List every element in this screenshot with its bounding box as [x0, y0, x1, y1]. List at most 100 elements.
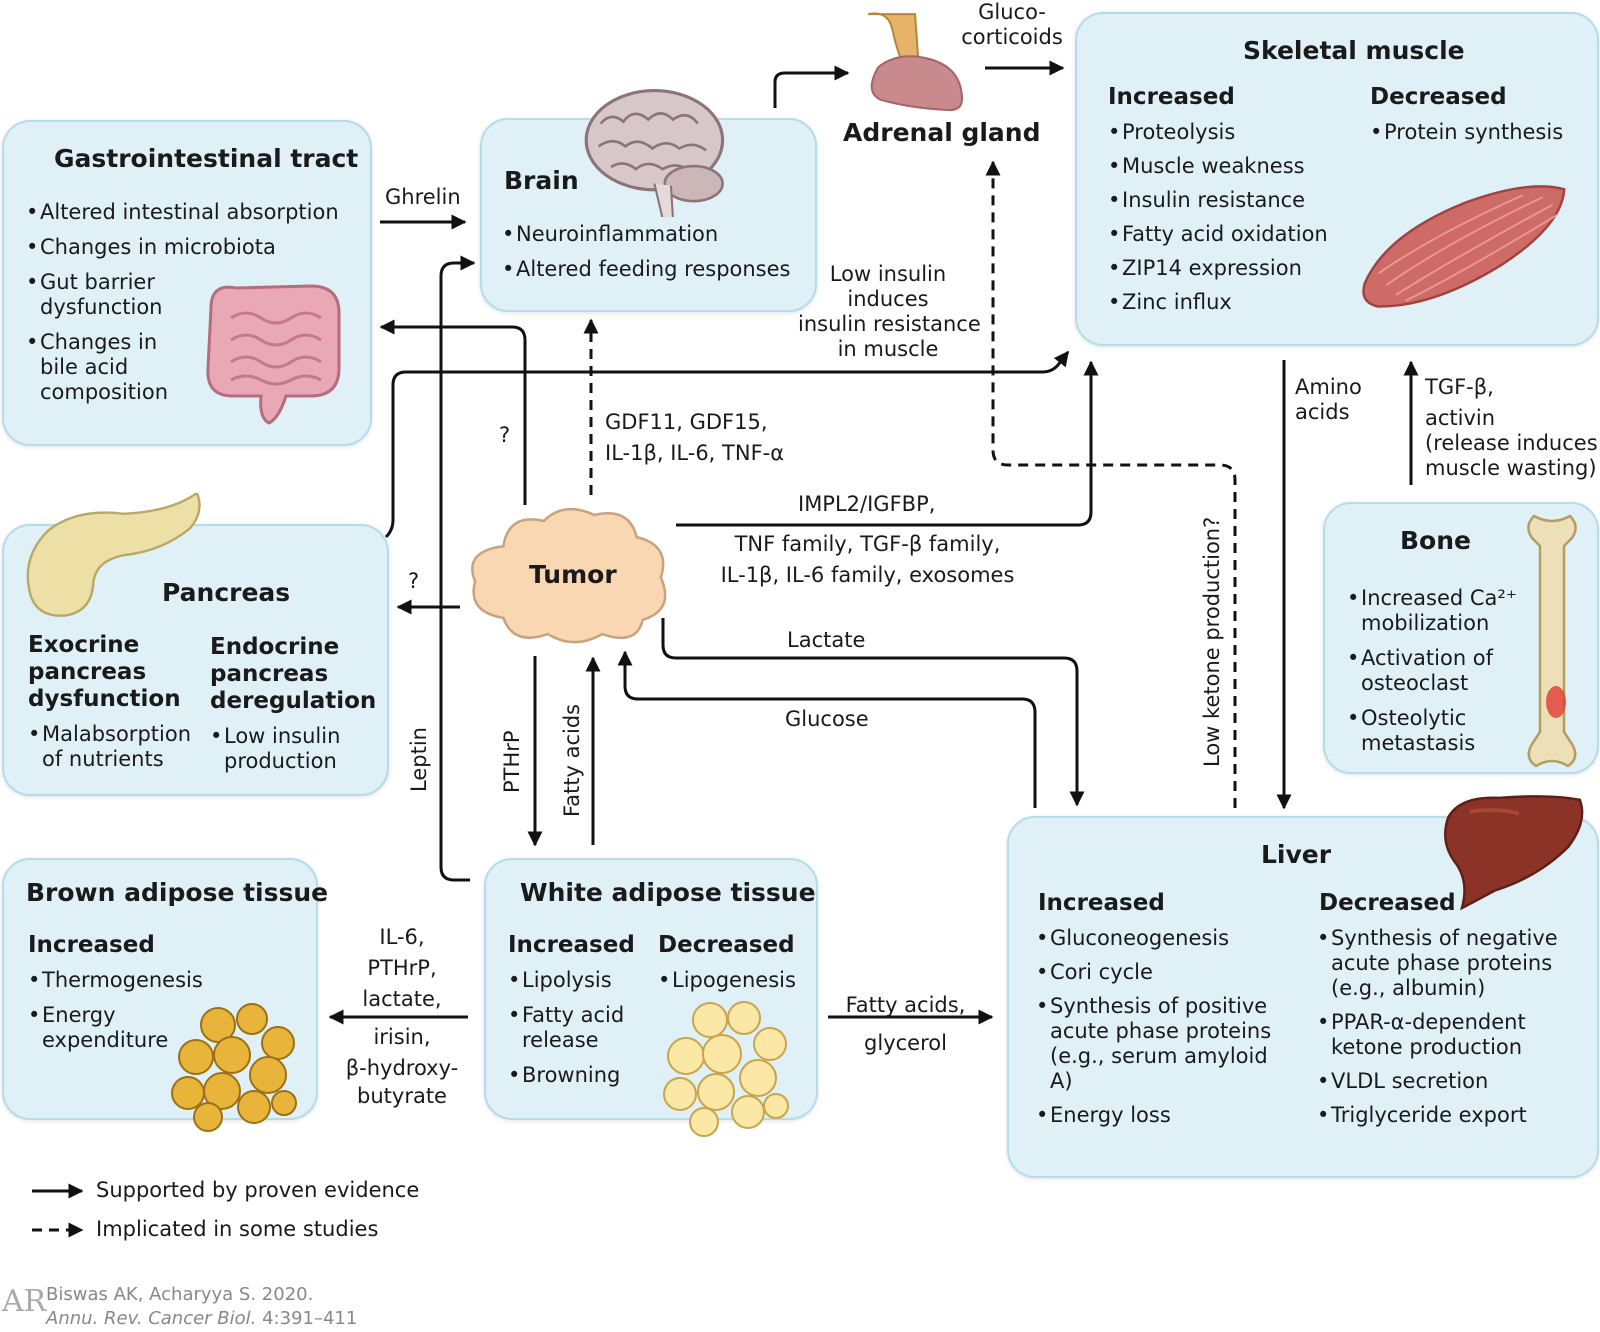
list-item: Low insulin production [210, 724, 360, 774]
muscle-increased-heading: Increased [1108, 84, 1235, 110]
list-item: Triglyceride export [1317, 1103, 1572, 1128]
adrenal-gland-icon [867, 12, 964, 112]
brain-icon [584, 89, 725, 217]
citation: Biswas AK, Acharyya S. 2020. Annu. Rev. … [46, 1283, 357, 1331]
gi-list: Altered intestinal absorption Changes in… [26, 200, 346, 415]
list-item: Altered feeding responses [502, 257, 807, 282]
label-glucocorticoids: Gluco- corticoids [960, 0, 1064, 50]
brain-list: Neuroinflammation Altered feeding respon… [502, 222, 807, 292]
list-item: Increased Ca²⁺ mobilization [1347, 586, 1522, 636]
list-item: Browning [508, 1063, 643, 1088]
list-item: Muscle weakness [1108, 154, 1353, 179]
wat-decreased-list: Lipogenesis [658, 968, 808, 1003]
legend-solid-text: Supported by proven evidence [96, 1178, 420, 1202]
label-fatty-acids-vertical: Fatty acids [560, 703, 584, 817]
fat-cells-icon [663, 1001, 789, 1137]
list-item: Lipolysis [508, 968, 643, 993]
list-item: Zinc influx [1108, 290, 1353, 315]
endocrine-heading: Endocrine pancreas deregulation [210, 634, 377, 714]
liver-title: Liver [1261, 840, 1332, 869]
label-leptin: Leptin [407, 727, 431, 792]
label-line: IL-1β, IL-6 family, exosomes [720, 563, 1015, 587]
muscle-box: Skeletal muscle Increased Proteolysis Mu… [1075, 12, 1599, 346]
list-item: Fatty acid release [508, 1003, 643, 1053]
bone-list: Increased Ca²⁺ mobilization Activation o… [1347, 586, 1522, 766]
label-ghrelin: Ghrelin [385, 185, 461, 209]
legend-dashed-text: Implicated in some studies [96, 1217, 379, 1241]
gi-box: Gastrointestinal tract Altered intestina… [2, 120, 372, 446]
bone-icon [1527, 514, 1577, 768]
bat-increased-heading: Increased [28, 932, 155, 958]
pancreas-box: Pancreas Exocrine pancreas dysfunction M… [2, 524, 389, 796]
label-tgf-beta: TGF-β, activin (release induces muscle w… [1425, 375, 1598, 481]
label-question-gi: ? [499, 423, 511, 447]
muscle-increased-list: Proteolysis Muscle weakness Insulin resi… [1108, 120, 1353, 324]
label-line: glycerol [864, 1031, 947, 1055]
arrow-ketone-adrenal [985, 160, 1237, 808]
wat-increased-heading: Increased [508, 932, 635, 958]
label-gdf: GDF11, GDF15, IL-1β, IL-6, TNF-α [605, 410, 784, 466]
list-item: Energy loss [1036, 1103, 1291, 1128]
exocrine-heading: Exocrine pancreas dysfunction [28, 632, 181, 712]
citation-journal: Annu. Rev. Cancer Biol. [46, 1308, 257, 1329]
label-low-ketone: Low ketone production? [1200, 516, 1224, 767]
list-item: Energy expenditure [28, 1003, 172, 1053]
tumor-title: Tumor [529, 560, 617, 589]
label-line: (release induces [1425, 431, 1598, 455]
arrow-tumor-gi [379, 319, 527, 505]
bat-title: Brown adipose tissue [26, 878, 329, 907]
label-low-insulin: Low insulin induces insulin resistance i… [798, 262, 981, 362]
label-line: insulin resistance [798, 312, 981, 336]
tumor-icon [471, 507, 667, 644]
list-item: Activation of osteoclast [1347, 646, 1522, 696]
list-item: Proteolysis [1108, 120, 1353, 145]
label-line: β-hydroxy- [345, 1056, 459, 1080]
label-line: Low insulin [829, 262, 947, 286]
label-fa-glycerol: Fatty acids, glycerol [838, 986, 973, 1062]
citation-line-2: Annu. Rev. Cancer Biol. 4:391–411 [46, 1307, 357, 1331]
wat-decreased-heading: Decreased [658, 932, 795, 958]
muscle-decreased-list: Protein synthesis [1370, 120, 1585, 155]
exocrine-list: Malabsorption of nutrients [28, 722, 198, 782]
arrow-brain-adrenal [773, 65, 850, 108]
wat-title: White adipose tissue [520, 878, 816, 907]
liver-increased-heading: Increased [1038, 890, 1165, 916]
arrow-leptin [439, 255, 476, 882]
label-tnf: TNF family, TGF-β family, IL-1β, IL-6 fa… [710, 532, 1025, 588]
muscle-icon [1362, 185, 1566, 308]
legend-dashed: Implicated in some studies [96, 1217, 378, 1241]
label-line: activin [1425, 406, 1496, 430]
pancreas-icon [26, 493, 201, 617]
citation-line-1: Biswas AK, Acharyya S. 2020. [46, 1284, 314, 1305]
arrow-lactate [661, 618, 1085, 807]
label-glucocorticoids-line: corticoids [961, 25, 1063, 49]
label-glucocorticoids-line: Gluco- [978, 0, 1046, 24]
list-item: Altered intestinal absorption [26, 200, 346, 225]
muscle-decreased-heading: Decreased [1370, 84, 1507, 110]
liver-decreased-list: Synthesis of negative acute phase protei… [1317, 926, 1572, 1137]
label-line: GDF11, GDF15, [605, 410, 768, 434]
label-glucose: Glucose [785, 707, 869, 731]
bone-title: Bone [1400, 526, 1471, 555]
brain-title: Brain [504, 166, 579, 195]
label-line: Fatty acids, [845, 993, 966, 1017]
label-line: Amino [1295, 375, 1362, 399]
list-item: VLDL secretion [1317, 1069, 1572, 1094]
list-item: Cori cycle [1036, 960, 1291, 985]
adrenal-title: Adrenal gland [843, 118, 1041, 147]
arrow-tumor-muscle [676, 360, 1099, 527]
list-item: Changes in bile acid composition [26, 330, 190, 405]
label-line: TNF family, TGF-β family, [734, 532, 1001, 556]
list-item: Synthesis of negative acute phase protei… [1317, 926, 1572, 1001]
label-line: butyrate [357, 1084, 447, 1108]
intestine-icon [206, 284, 341, 425]
label-line: IL-6, [379, 925, 425, 949]
label-line: PTHrP, [367, 956, 437, 980]
list-item: Malabsorption of nutrients [28, 722, 198, 772]
label-line: in muscle [837, 337, 939, 361]
arrow-glucose [617, 650, 1037, 808]
label-amino-acids: Amino acids [1295, 375, 1362, 425]
label-line: acids [1295, 400, 1350, 424]
arrow-pancreas-muscle [384, 350, 1070, 539]
label-impl2: IMPL2/IGFBP, [798, 492, 936, 516]
